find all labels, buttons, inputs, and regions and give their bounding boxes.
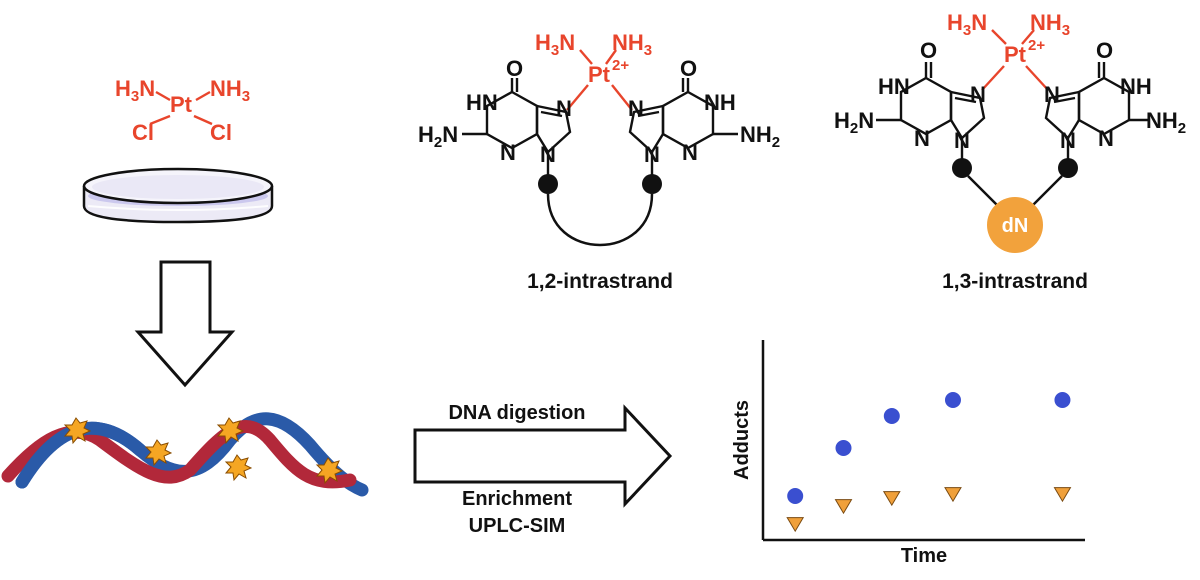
adduct12-left-o: O (506, 56, 523, 81)
cisplatin-pt-label: Pt (170, 92, 193, 117)
adduct12-pt-label: Pt (588, 62, 611, 87)
adduct13-right-n9: N (1060, 128, 1076, 153)
down-arrow (134, 260, 236, 388)
adduct13-right-nh2: NH2 (1146, 108, 1186, 137)
adduct12-nh3-label: NH3 (612, 30, 652, 59)
adduct12-caption: 1,2-intrastrand (527, 270, 673, 293)
adduct12-right-o: O (680, 56, 697, 81)
adduct-star-icon (216, 417, 245, 445)
adduct13-left-n7: N (970, 82, 986, 107)
adduct13-left-h2n: H2N (834, 108, 874, 137)
adduct-star-icon (144, 439, 173, 467)
adduct13-right-sugar-dot (1058, 158, 1078, 178)
adduct12-right-sugar-dot (642, 174, 662, 194)
arrow-label-enrichment: Enrichment (462, 488, 572, 510)
adduct12-charge-label: 2+ (612, 57, 629, 74)
adduct12-guanine-left (462, 78, 572, 175)
chart-point-circle (944, 392, 961, 408)
chart-point-triangle (1053, 487, 1072, 503)
adduct12-left-sugar-dot (538, 174, 558, 194)
adduct12-left-n9: N (540, 142, 556, 167)
arrow-label-digestion: DNA digestion (448, 402, 585, 424)
adduct12-pt-bonds (566, 49, 633, 111)
chart-y-label: Adducts (731, 400, 753, 480)
adduct12-guanine-right (628, 78, 738, 175)
adduct13-h3n-label: H3N (947, 10, 987, 39)
adduct13-right-n7: N (1044, 82, 1060, 107)
adduct13-caption: 1,3-intrastrand (942, 270, 1088, 293)
cisplatin-structure: H3N NH3 Pt Cl Cl (115, 76, 250, 145)
adduct12-h3n-label: H3N (535, 30, 575, 59)
adduct13-guanine-left (876, 62, 986, 160)
adduct13-left-sugar-dot (952, 158, 972, 178)
adduct12-right-nh2: NH2 (740, 122, 780, 151)
adduct12-right-nh: NH (704, 90, 736, 115)
adducts-time-chart: Time Adducts (731, 340, 1085, 567)
adduct12-right-n9: N (644, 142, 660, 167)
chart-point-circle (835, 440, 852, 456)
adduct13-left-hn: HN (878, 74, 910, 99)
adduct13-pt-label: Pt (1004, 42, 1027, 67)
chart-point-circle (787, 488, 804, 504)
adduct13-nh3-label: NH3 (1030, 10, 1070, 39)
adduct13-pt-bonds (981, 29, 1049, 91)
cisplatin-cl-left-label: Cl (132, 120, 154, 145)
adduct12-backbone-arc (546, 193, 654, 247)
petri-dish (82, 167, 274, 224)
cisplatin-h3n-label: H3N (115, 76, 155, 105)
adduct13-dn-label: dN (1002, 215, 1029, 237)
chart-point-circle (1054, 392, 1071, 408)
adduct13-left-n3: N (914, 126, 930, 151)
adduct13-charge-label: 2+ (1028, 37, 1045, 54)
adduct12-left-n7: N (556, 96, 572, 121)
chart-x-label: Time (901, 545, 947, 567)
adduct12-left-n3: N (500, 140, 516, 165)
adduct12-left-hn: HN (466, 90, 498, 115)
arrow-label-uplc-sim: UPLC-SIM (469, 515, 566, 537)
dna-double-helix (1, 412, 369, 497)
adduct-1-2-intrastrand: H3N NH3 Pt 2+ O HN H2N N N N (418, 30, 780, 293)
cisplatin-nh3-label: NH3 (210, 76, 250, 105)
adduct-1-3-intrastrand: H3N NH3 Pt 2+ O HN H2N N N N (834, 10, 1186, 293)
adduct12-right-n7: N (628, 96, 644, 121)
chart-point-triangle (834, 499, 853, 515)
adduct13-right-n3: N (1098, 126, 1114, 151)
chart-point-circle (883, 408, 900, 424)
cisplatin-bonds (149, 90, 213, 126)
adduct-star-icon (63, 417, 92, 445)
chart-point-triangle (786, 517, 805, 533)
adduct-star-icon (315, 457, 344, 485)
adduct-star-icon (224, 454, 253, 482)
adduct13-guanine-right (1044, 62, 1150, 160)
adduct12-right-n3: N (682, 140, 698, 165)
chart-marks (786, 392, 1072, 533)
chart-point-triangle (882, 491, 901, 507)
adduct13-left-o: O (920, 38, 937, 63)
adduct13-right-o: O (1096, 38, 1113, 63)
adduct13-dn-circle (987, 197, 1043, 253)
adduct12-left-h2n: H2N (418, 122, 458, 151)
cisplatin-cl-right-label: Cl (210, 120, 232, 145)
adduct13-left-n9: N (954, 128, 970, 153)
dna-adduct-stars (63, 417, 344, 485)
adduct13-right-nh: NH (1120, 74, 1152, 99)
workflow-right-arrow (413, 404, 673, 508)
adduct13-backbone (967, 175, 1063, 209)
chart-point-triangle (944, 487, 962, 503)
